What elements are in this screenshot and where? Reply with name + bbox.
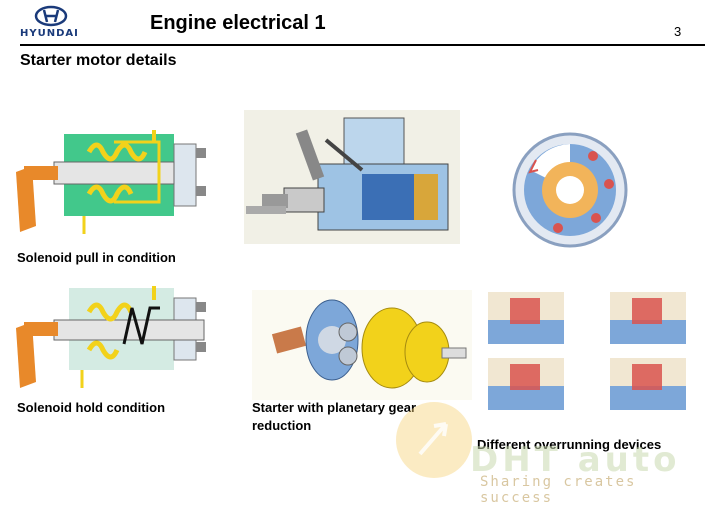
section-subtitle: Starter motor details — [20, 52, 177, 69]
watermark-logo — [396, 402, 472, 478]
planetary-gear-image — [252, 290, 472, 400]
header-rule — [20, 44, 705, 46]
caption-overrunning: Different overrunning devices — [477, 437, 662, 452]
page-number: 3 — [674, 24, 682, 39]
caption-planetary-line2: reduction — [252, 418, 312, 433]
solenoid-hold-diagram — [16, 286, 206, 388]
watermark-text: DHT auto — [470, 440, 681, 480]
starter-cutaway-image — [244, 110, 460, 244]
overrunning-clutch-image — [512, 132, 628, 248]
watermark-tagline: Sharing creates success — [480, 474, 637, 506]
overrunning-devices-image — [488, 292, 686, 410]
brand-name: HYUNDAI — [20, 28, 79, 39]
caption-planetary-line1: Starter with planetary gear — [252, 400, 416, 415]
caption-solenoid-hold: Solenoid hold condition — [17, 400, 166, 415]
solenoid-pull-diagram — [16, 130, 206, 234]
page-title: Engine electrical 1 — [150, 12, 326, 34]
hyundai-logo — [34, 5, 68, 27]
caption-solenoid-pull: Solenoid pull in condition — [17, 250, 176, 265]
